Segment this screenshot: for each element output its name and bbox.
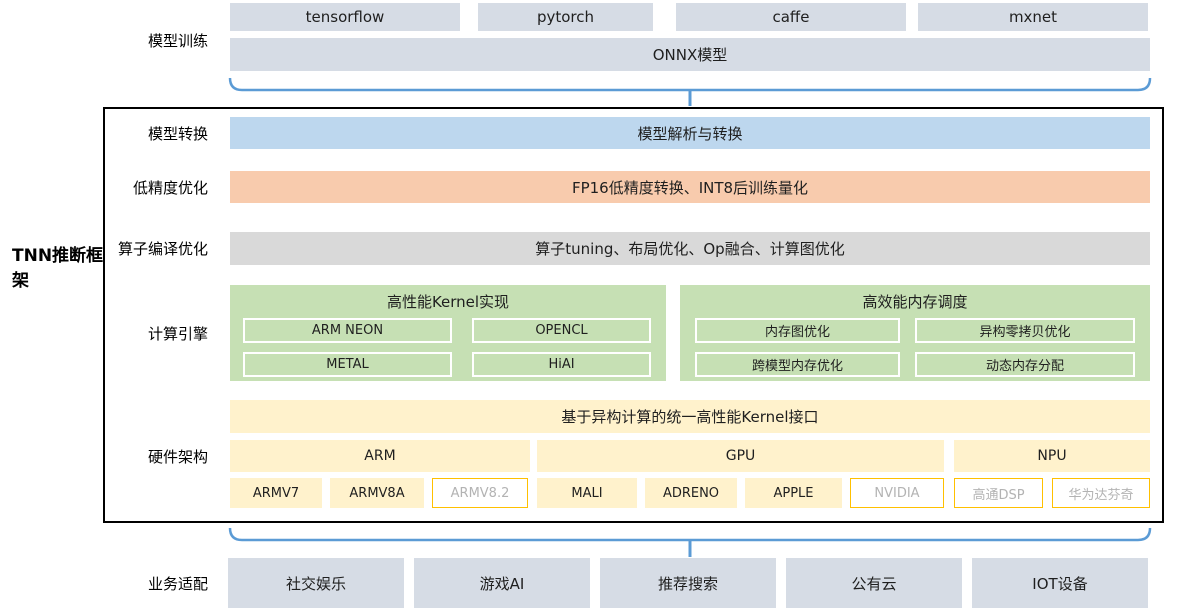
row-label-hardware: 硬件架构 (147, 447, 208, 466)
chip-adreno: ADRENO (645, 478, 737, 508)
memory-item-graph-opt: 内存图优化 (695, 318, 900, 343)
bottom-brace (228, 527, 1152, 557)
row-label-compute-engine: 计算引擎 (147, 324, 208, 343)
chip-mali: MALI (537, 478, 637, 508)
framework-box-tensorflow: tensorflow (230, 3, 460, 31)
chip-armv7: ARMV7 (230, 478, 322, 508)
chip-armv8-2: ARMV8.2 (432, 478, 528, 508)
kernel-item-opencl: OPENCL (472, 318, 651, 343)
biz-box-iot-device: IOT设备 (972, 558, 1148, 608)
bar-op-compile: 算子tuning、布局优化、Op融合、计算图优化 (230, 232, 1150, 265)
memory-sched-title: 高效能内存调度 (862, 292, 968, 311)
framework-box-caffe: caffe (676, 3, 906, 31)
chip-apple: APPLE (745, 478, 842, 508)
onnx-model-bar: ONNX模型 (230, 38, 1150, 71)
kernel-impl-panel: 高性能Kernel实现 (230, 285, 666, 381)
bar-low-precision: FP16低精度转换、INT8后训练量化 (230, 171, 1150, 203)
memory-item-cross-model: 跨模型内存优化 (695, 352, 900, 377)
row-label-low-precision: 低精度优化 (132, 178, 208, 197)
biz-box-public-cloud: 公有云 (786, 558, 962, 608)
hw-group-npu: NPU (954, 440, 1150, 472)
biz-box-social: 社交娱乐 (228, 558, 404, 608)
chip-qualcomm-dsp: 高通DSP (954, 478, 1043, 508)
chip-huawei-davinci: 华为达芬奇 (1052, 478, 1150, 508)
biz-box-game-ai: 游戏AI (414, 558, 590, 608)
tnn-framework-box (103, 107, 1164, 523)
row-label-model-conversion: 模型转换 (147, 124, 208, 143)
section-label-business: 业务适配 (147, 574, 208, 593)
framework-box-pytorch: pytorch (478, 3, 653, 31)
chip-armv8a: ARMV8A (330, 478, 424, 508)
row-label-op-compile: 算子编译优化 (117, 240, 208, 258)
kernel-item-hiai: HiAI (472, 352, 651, 377)
diagram-title: TNN推断框架 (12, 246, 104, 291)
chip-nvidia: NVIDIA (850, 478, 944, 508)
section-label-model-training: 模型训练 (147, 31, 208, 50)
bar-model-conversion: 模型解析与转换 (230, 117, 1150, 149)
unified-kernel-api-bar: 基于异构计算的统一高性能Kernel接口 (230, 400, 1150, 433)
top-brace (228, 77, 1152, 106)
kernel-item-arm-neon: ARM NEON (243, 318, 452, 343)
biz-box-recommend-search: 推荐搜索 (600, 558, 776, 608)
memory-item-dynamic-alloc: 动态内存分配 (915, 352, 1135, 377)
framework-box-mxnet: mxnet (918, 3, 1148, 31)
hw-group-arm: ARM (230, 440, 530, 472)
kernel-item-metal: METAL (243, 352, 452, 377)
kernel-impl-title: 高性能Kernel实现 (386, 292, 510, 311)
hw-group-gpu: GPU (537, 440, 944, 472)
memory-item-zero-copy: 异构零拷贝优化 (915, 318, 1135, 343)
